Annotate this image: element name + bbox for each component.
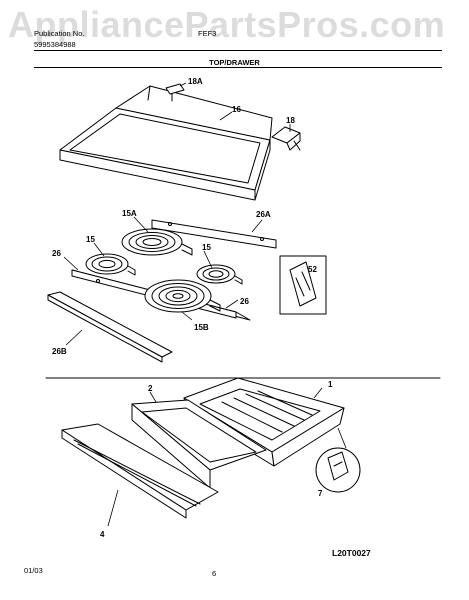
callout-1: 1 [328, 380, 333, 389]
cooktop-part-16 [59, 85, 273, 201]
front-trim-part-26B [47, 291, 173, 363]
watermark: AppliancePartsPros.com [8, 4, 446, 45]
callout-26A: 26A [256, 210, 271, 219]
header-rule [34, 50, 442, 51]
section-title: TOP/DRAWER [209, 58, 260, 67]
footer-date: 01/03 [24, 566, 43, 575]
callout-15B: 15B [194, 323, 209, 332]
drawer-front-part-4 [61, 423, 219, 519]
callout-15A: 15A [122, 209, 137, 218]
model-number: FEF3 [198, 29, 217, 38]
publication-number: 5995384988 [34, 40, 76, 49]
callout-52: 52 [308, 265, 317, 274]
support-rail-part-26A [151, 219, 277, 249]
bracket-part-18 [271, 126, 301, 151]
callout-4: 4 [100, 530, 105, 539]
switch-detail-part-52 [279, 255, 327, 315]
leader-lines [63, 82, 347, 527]
callout-26-left: 26 [52, 249, 61, 258]
publication-label: Publication No. [34, 29, 85, 38]
glide-clip-detail-part-7 [315, 447, 361, 493]
callout-7: 7 [318, 489, 323, 498]
illustration-reference: L20T0027 [332, 548, 371, 558]
callout-26B: 26B [52, 347, 67, 356]
callout-16: 16 [232, 105, 241, 114]
callout-labels: 18A 16 18 15A 26A 15 15 26 52 26 15B 26B… [52, 77, 333, 539]
surface-element-part-15B [144, 279, 221, 313]
title-rule [34, 67, 442, 68]
surface-element-part-15-left [85, 253, 136, 276]
callout-26-right: 26 [240, 297, 249, 306]
callout-18: 18 [286, 116, 295, 125]
surface-element-part-15A [121, 228, 193, 256]
callout-15-right: 15 [202, 243, 211, 252]
callout-15-left: 15 [86, 235, 95, 244]
callout-2: 2 [148, 384, 153, 393]
callout-18A: 18A [188, 77, 203, 86]
page-number: 6 [212, 569, 217, 578]
surface-element-part-15-right [196, 264, 243, 285]
bracket-part-18A [165, 83, 185, 102]
